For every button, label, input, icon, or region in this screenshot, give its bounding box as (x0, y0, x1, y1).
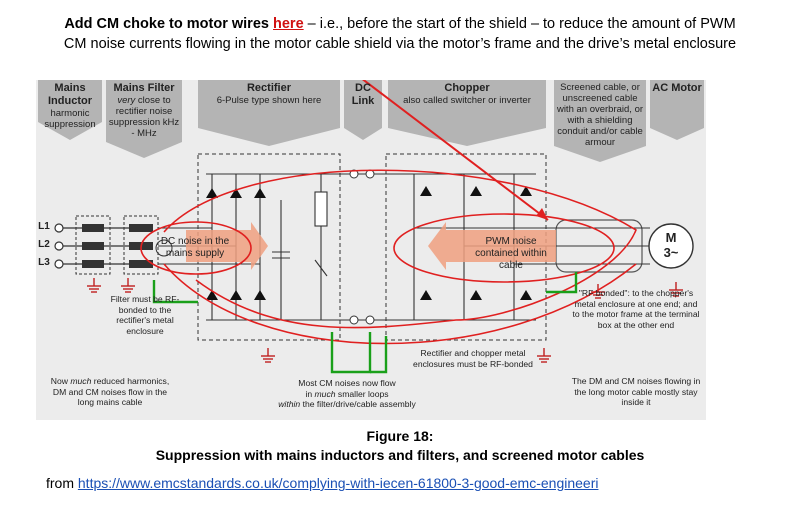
note-filter-bonding: Filter must be RF-bonded to the rectifie… (110, 294, 180, 336)
tab-mains-inductor (38, 80, 102, 140)
header-screened-cable: Screened cable, or unscreened cable with… (556, 82, 644, 148)
caption-bold-lead: Add CM choke to motor wires (64, 16, 273, 32)
here-link[interactable]: here (273, 16, 304, 32)
tab-rectifier (198, 80, 340, 146)
note-rf-bonded: "RF bonded": to the chopper's metal encl… (572, 288, 700, 330)
line-label-l3: L3 (38, 257, 50, 268)
note-harmonics: Now much reduced harmonics, DM and CM no… (50, 376, 170, 407)
caption-line-2: CM noise currents flowing in the motor c… (63, 36, 737, 52)
line-label-l2: L2 (38, 239, 50, 250)
chopper-diodes (420, 186, 532, 300)
header-tabs (38, 80, 704, 162)
earth-symbols (87, 278, 683, 363)
dc-noise-label: DC noise in the mains supply (160, 236, 230, 259)
screened-cable (555, 219, 650, 273)
pwm-noise-label: PWM noise contained within cable (475, 236, 547, 271)
note-enclosure-bonding: Rectifier and chopper metal enclosures m… (413, 348, 533, 369)
mains-inductor (75, 215, 111, 275)
rectifier-diodes (206, 188, 266, 300)
header-mains-inductor: Mains Inductor harmonic suppression (44, 82, 96, 130)
here-pointer-arrowhead (536, 208, 548, 220)
tab-screened-cable (554, 80, 646, 162)
header-dc-link: DC Link (351, 82, 375, 107)
source-line: from https://www.emcstandards.co.uk/comp… (46, 475, 599, 491)
here-pointer-arrow (361, 80, 549, 221)
tab-mains-filter (106, 80, 182, 158)
note-cm-noise-loops: Most CM noises now flow in much smaller … (278, 378, 416, 409)
header-ac-motor: AC Motor (652, 82, 702, 94)
header-chopper: Chopper also called switcher or inverter (403, 82, 531, 106)
motor-label: M 3~ (663, 230, 679, 260)
caption-line-1: Add CM choke to motor wires here – i.e.,… (0, 14, 800, 34)
figure-panel: Mains Inductor harmonic suppression Main… (36, 80, 706, 420)
source-link[interactable]: https://www.emcstandards.co.uk/complying… (77, 475, 599, 491)
tab-ac-motor (650, 80, 704, 140)
note-dm-cm-noises: The DM and CM noises flowing in the long… (571, 376, 701, 407)
rf-bond-lines (152, 272, 578, 374)
line-label-l1: L1 (38, 221, 50, 232)
figure-title: Figure 18: Suppression with mains induct… (155, 428, 645, 463)
schematic-diagram (38, 80, 704, 374)
pwm-noise-arrow (428, 222, 556, 270)
motor-symbol (648, 223, 694, 269)
header-rectifier: Rectifier 6-Pulse type shown here (216, 82, 322, 106)
header-mains-filter: Mains Filter very close to rectifier noi… (108, 82, 180, 139)
top-caption: Add CM choke to motor wires here – i.e.,… (0, 14, 800, 54)
dc-link (332, 169, 388, 325)
caption-rest-line-1: – i.e., before the start of the shield –… (303, 16, 736, 32)
tab-dc-link (344, 80, 382, 140)
